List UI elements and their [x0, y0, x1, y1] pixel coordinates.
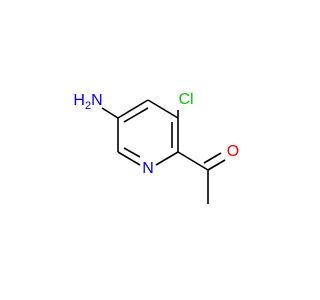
chlorine-text: Cl	[178, 91, 193, 108]
bond-n-c6	[117, 151, 141, 166]
oxygen-label: O	[227, 143, 239, 160]
amine-label: H2N	[73, 92, 102, 112]
amine-h: H	[73, 92, 85, 109]
bond-carbonyl-oxygen	[207, 159, 226, 171]
chlorine-label: Cl	[178, 91, 193, 108]
pyridine-ring	[117, 99, 179, 166]
bond-c1-c2	[117, 99, 149, 119]
bond-c4-carbonyl	[177, 151, 209, 171]
bond-c4-n	[155, 151, 179, 166]
molecule-structure: H2N Cl N O	[73, 91, 239, 204]
amine-n: N	[91, 92, 103, 109]
ring-nitrogen-text: N	[142, 160, 154, 177]
ring-nitrogen-label: N	[142, 160, 154, 177]
bond-c2-c3	[147, 99, 179, 119]
oxygen-text: O	[227, 143, 239, 160]
amine-subscript: 2	[85, 100, 91, 112]
bond-c1-amine	[101, 107, 119, 119]
bond-n-c6-double	[123, 147, 141, 158]
bond-c1-c2-double	[123, 107, 149, 123]
bond-carbonyl-oxygen-double	[203, 152, 222, 164]
